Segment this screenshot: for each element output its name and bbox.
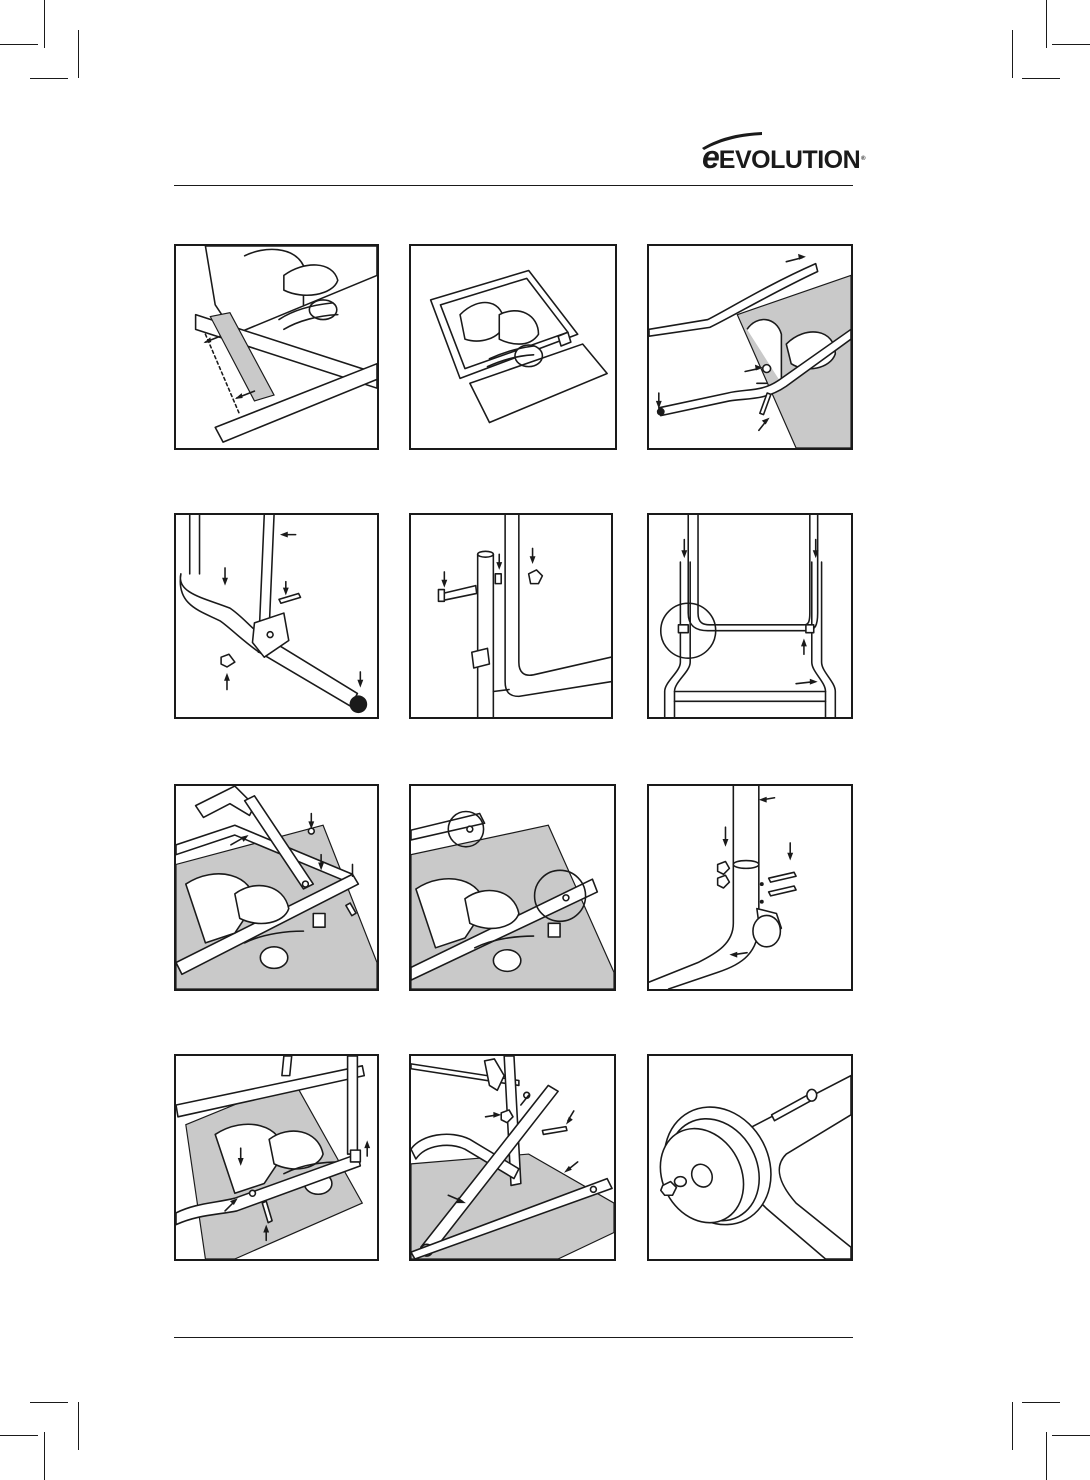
brand-logo: eEVOLUTION® bbox=[682, 130, 858, 176]
brand-name: eEVOLUTION® bbox=[702, 142, 865, 175]
upright-tube-illustration bbox=[411, 515, 611, 717]
figure-10 bbox=[174, 1054, 379, 1261]
crop-mark bbox=[78, 1402, 79, 1450]
figure-7 bbox=[174, 784, 379, 991]
crop-mark bbox=[0, 44, 38, 45]
figure-11 bbox=[409, 1054, 616, 1261]
u-frame-illustration bbox=[649, 515, 851, 717]
crop-mark bbox=[30, 1402, 68, 1403]
crop-mark bbox=[1052, 44, 1090, 45]
crop-mark bbox=[44, 0, 45, 48]
figure-2 bbox=[409, 244, 617, 450]
figure-6 bbox=[647, 513, 853, 719]
figure-4 bbox=[174, 513, 379, 719]
figure-5 bbox=[409, 513, 613, 719]
leg-frame-illustration bbox=[649, 246, 851, 448]
header-rule bbox=[174, 185, 853, 186]
saw-body-illustration bbox=[411, 246, 615, 448]
crop-mark bbox=[1022, 78, 1060, 79]
mounting-holes-illustration bbox=[411, 786, 614, 989]
crop-mark bbox=[1012, 30, 1013, 78]
side-rail-illustration bbox=[176, 1056, 377, 1259]
handle-bracket-illustration bbox=[176, 515, 377, 717]
crop-mark bbox=[1046, 0, 1047, 48]
strut-frame-illustration bbox=[176, 786, 377, 989]
crop-mark bbox=[0, 1435, 38, 1436]
wheel-axle-illustration bbox=[649, 1056, 851, 1259]
crop-mark bbox=[1012, 1402, 1013, 1450]
leg-strips-illustration bbox=[176, 246, 377, 448]
figure-12 bbox=[647, 1054, 853, 1261]
figure-9 bbox=[647, 784, 853, 991]
crop-mark bbox=[1052, 1435, 1090, 1436]
figure-8 bbox=[409, 784, 616, 991]
footer-rule bbox=[174, 1337, 853, 1338]
registered-mark: ® bbox=[861, 156, 865, 162]
crop-mark bbox=[1046, 1432, 1047, 1480]
figure-1 bbox=[174, 244, 379, 450]
crop-mark bbox=[30, 78, 68, 79]
brand-name-text: EVOLUTION bbox=[719, 146, 860, 174]
crop-mark bbox=[78, 30, 79, 78]
crop-mark bbox=[1022, 1402, 1060, 1403]
figure-3 bbox=[647, 244, 853, 450]
diagonal-brace-illustration bbox=[411, 1056, 614, 1259]
tube-bolts-illustration bbox=[649, 786, 851, 989]
crop-mark bbox=[44, 1432, 45, 1480]
